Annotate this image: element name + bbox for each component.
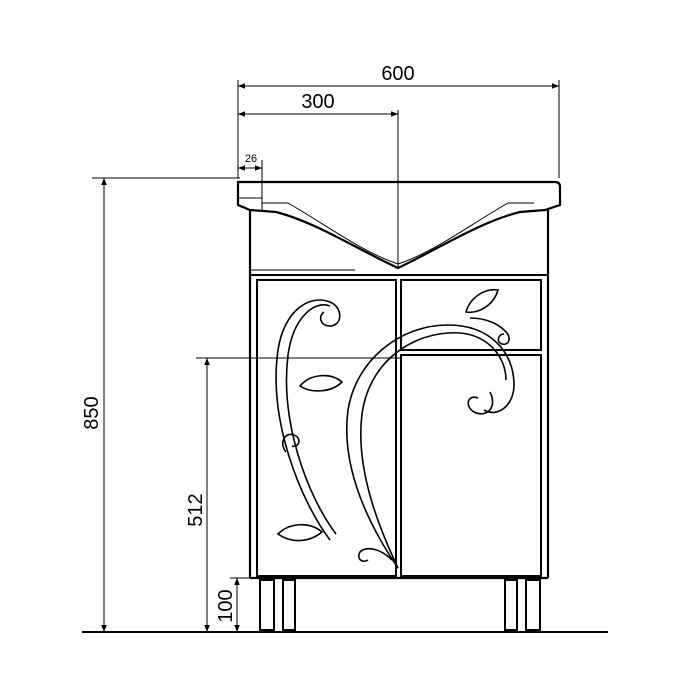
label-overall-height: 850 [81,396,103,429]
washbasin [236,180,562,270]
label-overall-width: 600 [381,63,414,85]
dimension-half-width: 300 [238,91,399,268]
right-door [400,354,542,577]
right-leg-front [525,579,541,631]
right-leg-back [504,579,518,631]
dimension-overall-width: 600 [237,63,560,178]
left-leg-front [259,579,275,631]
label-rim-offset: 26 [245,153,257,165]
cabinet-body [248,210,550,580]
floral-decoration [275,288,515,569]
label-half-width: 300 [301,91,334,113]
right-drawer [400,279,542,351]
dimension-leg-height: 100 [215,577,262,632]
label-leg-height: 100 [215,589,237,622]
left-leg-back [282,579,296,631]
label-door-height: 512 [185,493,207,526]
dimension-overall-height: 850 [81,177,240,632]
left-door [256,279,397,577]
dimension-door-height: 512 [185,357,400,632]
dimension-rim-offset: 26 [238,153,263,210]
